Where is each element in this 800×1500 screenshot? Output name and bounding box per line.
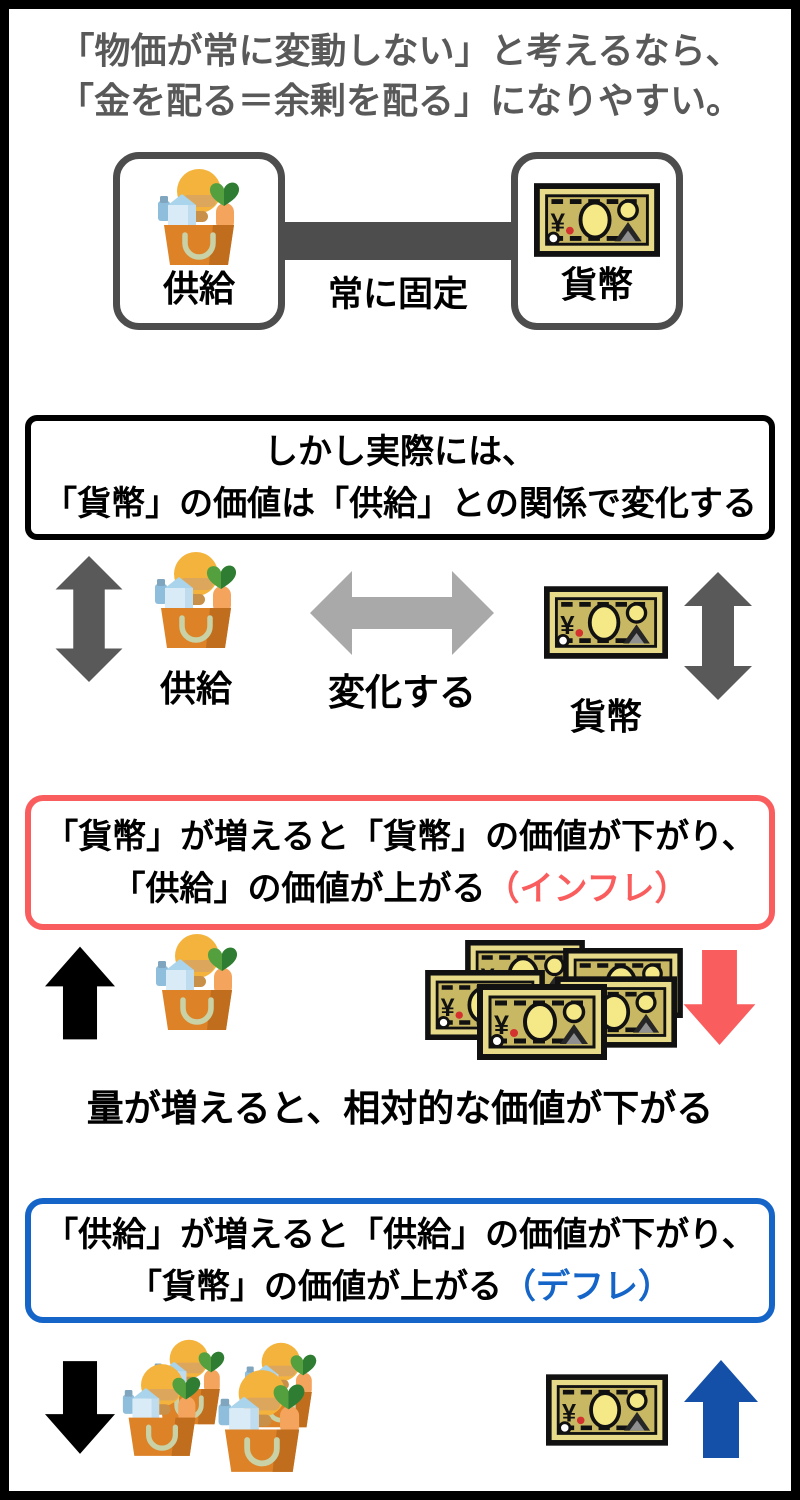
reality-line1: しかし実際には、 [264, 432, 536, 471]
grocery-bag-cluster [120, 1338, 338, 1478]
reality-supply-label: 供給 [159, 668, 232, 709]
deflation-line2-main: 「貨幣」の価値が上がる [128, 1267, 502, 1306]
deflation-line1: 「供給」が増えると「供給」の価値が下がり、 [44, 1215, 756, 1254]
inflation-line2-accent: （インフレ） [485, 869, 689, 908]
inflation-line1: 「貨幣」が増えると「貨幣」の価値が下がり、 [44, 817, 756, 856]
inflation-statement-box: 「貨幣」が増えると「貨幣」の価値が下がり、 「供給」の価値が上がる（インフレ） [25, 795, 775, 930]
up-arrow-icon [684, 1360, 758, 1458]
banknote-icon [544, 586, 668, 659]
inflation-caption: 量が増えると、相対的な価値が下がる [86, 1088, 714, 1129]
up-down-arrow-icon [682, 570, 754, 702]
left-right-arrow-icon [310, 567, 494, 659]
reality-money-label: 貨幣 [569, 696, 642, 737]
grocery-bag-icon [155, 167, 243, 267]
money-node: 貨幣 [511, 152, 683, 330]
fixed-link-label: 常に固定 [327, 275, 468, 314]
grocery-bag-icon [152, 550, 240, 650]
deflation-line2-accent: （デフレ） [502, 1267, 672, 1306]
banknote-icon [534, 183, 660, 257]
down-arrow-icon [683, 950, 756, 1045]
banknote-icon [477, 984, 607, 1060]
down-arrow-icon [45, 1360, 115, 1455]
deflation-statement-box: 「供給」が増えると「供給」の価値が下がり、 「貨幣」の価値が上がる（デフレ） [25, 1198, 775, 1323]
page-title-line2: 「金を配る＝余剰を配る」になりやすい。 [57, 80, 742, 121]
up-arrow-icon [45, 946, 115, 1040]
page-title-line1: 「物価が常に変動しない」と考えるなら、 [58, 30, 742, 71]
money-node-label: 貨幣 [560, 264, 633, 305]
banknote-stack [425, 938, 690, 1064]
grocery-bag-icon [120, 1362, 204, 1458]
reality-change-label: 変化する [328, 672, 476, 713]
up-down-arrow-icon [53, 556, 125, 682]
fixed-link-bar [283, 222, 513, 260]
reality-statement-box: しかし実際には、 「貨幣」の価値は「供給」との関係で変化する [25, 415, 775, 540]
grocery-bag-icon [215, 1368, 309, 1474]
inflation-line2: 「供給」の価値が上がる（インフレ） [112, 863, 689, 915]
supply-node-label: 供給 [162, 268, 235, 309]
page-title: 「物価が常に変動しない」と考えるなら、 「金を配る＝余剰を配る」になりやすい。 [0, 26, 800, 126]
reality-line2: 「貨幣」の価値は「供給」との関係で変化する [43, 484, 757, 523]
supply-node: 供給 [113, 152, 285, 330]
inflation-line2-main: 「供給」の価値が上がる [111, 869, 486, 908]
deflation-line2: 「貨幣」の価値が上がる（デフレ） [128, 1261, 672, 1313]
grocery-bag-icon [153, 932, 241, 1032]
banknote-icon [546, 1374, 668, 1446]
